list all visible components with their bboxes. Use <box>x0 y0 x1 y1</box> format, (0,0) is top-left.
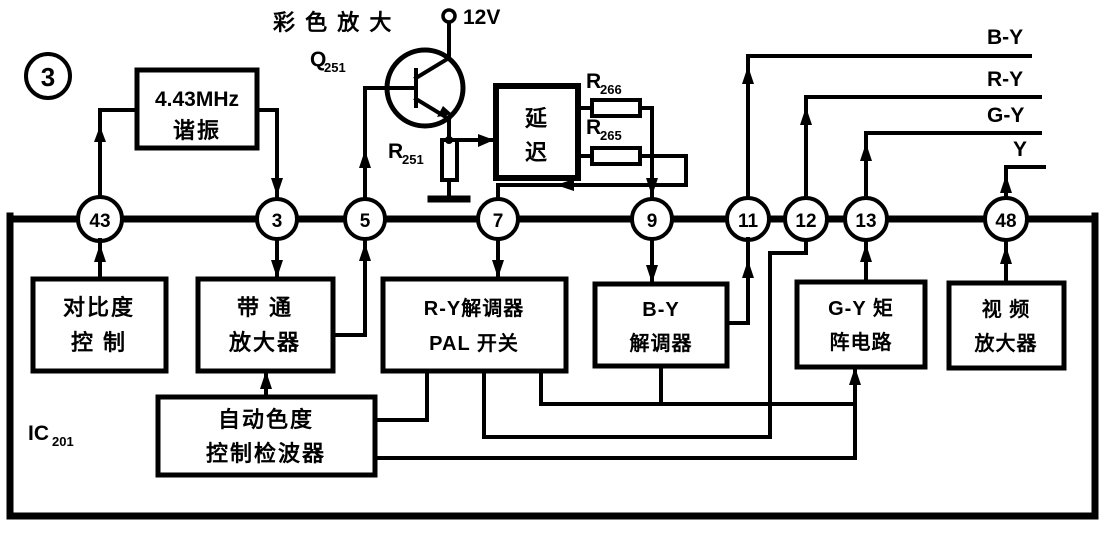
lower-routing <box>373 364 1066 460</box>
block-by-demod: B-Y 解调器 <box>592 281 730 369</box>
block-video-amp-line1: 视 频 <box>982 297 1031 321</box>
block-gy-matrix: G-Y 矩 阵电路 <box>794 279 928 370</box>
arrow-contrast-to-pin43 <box>94 244 106 262</box>
arrow-to-gymatrix <box>849 367 861 385</box>
output-label-y: Y <box>1013 138 1027 161</box>
ic-label-sub: 201 <box>52 434 74 449</box>
block-contrast-line1: 对比度 <box>63 295 135 320</box>
pin-circles: 43 3 5 7 9 11 12 13 48 <box>76 195 1029 243</box>
internal-connections <box>94 217 1097 422</box>
block-delay: 延 迟 <box>493 83 581 181</box>
arrow-to-pin43 <box>94 126 106 142</box>
resistor-r251: R 251 <box>388 134 496 203</box>
block-by-demod-line2: 解调器 <box>630 331 693 355</box>
arrow-to-delay <box>478 134 494 147</box>
pin-48-label: 48 <box>995 211 1016 232</box>
output-lines: B-Y R-Y G-Y Y <box>742 26 1046 202</box>
figure-marker: 3 <box>24 52 72 100</box>
emitter-arrow <box>437 106 452 117</box>
figure-marker-label: 3 <box>41 62 55 92</box>
output-label-ry: R-Y <box>987 68 1023 91</box>
block-bandpass: 带 通 放大器 <box>195 276 336 374</box>
block-xtal-line1: 4.43MHz <box>155 88 239 111</box>
arrow-base-to-pin5 <box>359 150 371 168</box>
block-delay-line1: 延 <box>524 106 549 131</box>
arrow-gymatrix-to-pin13 <box>860 244 872 262</box>
r266-sub: 266 <box>600 82 622 97</box>
pin-5-label: 5 <box>360 211 371 232</box>
block-ry-demod-line2: PAL 开关 <box>429 331 519 355</box>
block-xtal-line2: 谐振 <box>173 118 221 143</box>
r251-name: R <box>388 140 403 163</box>
pin-12-label: 12 <box>795 211 816 232</box>
r265-sub: 265 <box>600 128 622 143</box>
supply-label: 12V <box>463 6 500 29</box>
block-xtal: 4.43MHz 谐振 <box>94 67 283 202</box>
block-bandpass-line2: 放大器 <box>228 330 301 355</box>
arrow-out-gy <box>860 143 872 161</box>
block-gy-matrix-line1: G-Y 矩 <box>828 296 894 320</box>
block-acc-detector-line1: 自动色度 <box>218 407 314 432</box>
r265-name: R <box>586 116 601 139</box>
block-acc-detector-line2: 控制检波器 <box>206 441 326 466</box>
output-label-by: B-Y <box>987 26 1023 49</box>
arrow-out-by <box>742 66 754 84</box>
arrow-r265-to-pin7 <box>556 179 574 191</box>
transistor-ref-sub: 251 <box>324 60 346 75</box>
ic201-boundary <box>6 212 1099 520</box>
block-ry-demod-line1: R-Y解调器 <box>424 296 524 320</box>
arrow-pin3-to-bandpass <box>271 260 283 278</box>
block-delay-line2: 迟 <box>525 140 549 165</box>
arrow-acc-to-bandpass <box>260 371 272 389</box>
block-video-amp: 视 频 放大器 <box>946 280 1067 371</box>
transistor-ref: Q <box>310 48 326 71</box>
transistor-title: 彩 色 放 大 <box>272 10 393 35</box>
pin-3-label: 3 <box>272 211 283 232</box>
r266-name: R <box>586 70 601 93</box>
block-bandpass-line1: 带 通 <box>237 295 293 320</box>
arrow-videoamp-to-pin48 <box>1000 246 1012 264</box>
pin-11-label: 11 <box>738 211 759 232</box>
r251-sub: 251 <box>402 152 424 167</box>
ic201-label: IC 201 <box>28 422 74 449</box>
block-video-amp-line2: 放大器 <box>974 331 1038 355</box>
ic-label-text: IC <box>28 422 49 445</box>
pin-7-label: 7 <box>493 211 504 232</box>
block-by-demod-line1: B-Y <box>642 299 679 321</box>
pin-43-label: 43 <box>89 211 110 232</box>
pin-13-label: 13 <box>855 211 876 232</box>
arrow-out-y <box>1000 175 1012 193</box>
arrow-to-pin3 <box>271 178 283 196</box>
resistor-r266: R 266 <box>576 70 658 200</box>
arrow-out-ry <box>800 107 812 125</box>
block-contrast-line2: 控 制 <box>71 330 127 355</box>
arrow-bydemod-to-pin11 <box>742 260 754 278</box>
output-label-gy: G-Y <box>987 104 1024 127</box>
block-contrast: 对比度 控 制 <box>30 276 169 374</box>
arrow-bandpass-to-pin5 <box>359 243 371 261</box>
resistor-r265: R 265 <box>496 116 688 200</box>
block-ry-demod: R-Y解调器 PAL 开关 <box>380 276 569 374</box>
arrow-pin9-to-bydemod <box>646 265 658 283</box>
block-acc-detector: 自动色度 控制检波器 <box>155 369 378 478</box>
pin-9-label: 9 <box>647 211 658 232</box>
arrow-pin7-to-rydemod <box>492 260 504 278</box>
transistor-q251: 彩 色 放 大 Q 251 12V <box>272 6 500 202</box>
block-gy-matrix-line2: 阵电路 <box>830 330 893 354</box>
